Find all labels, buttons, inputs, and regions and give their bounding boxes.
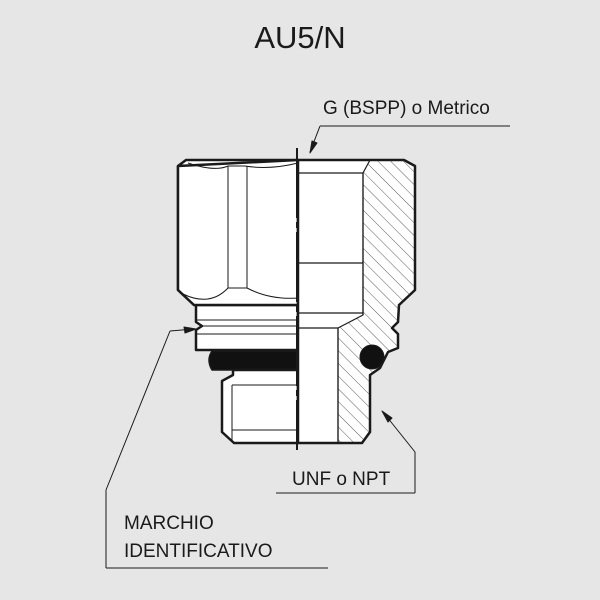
- leader-marking: [105, 326, 328, 569]
- marking-label-line1: MARCHIO: [124, 513, 214, 534]
- o-ring-left: [208, 350, 299, 371]
- marking-label-line2: IDENTIFICATIVO: [124, 541, 273, 562]
- diagram-title: AU5/N: [254, 20, 346, 55]
- leader-bottom-thread: [276, 410, 416, 494]
- bottom-thread-label: UNF o NPT: [292, 469, 391, 490]
- stub-left: [220, 368, 300, 445]
- top-thread-label: G (BSPP) o Metrico: [323, 98, 490, 119]
- o-ring-right: [359, 344, 385, 370]
- leader-top-thread: [309, 125, 510, 154]
